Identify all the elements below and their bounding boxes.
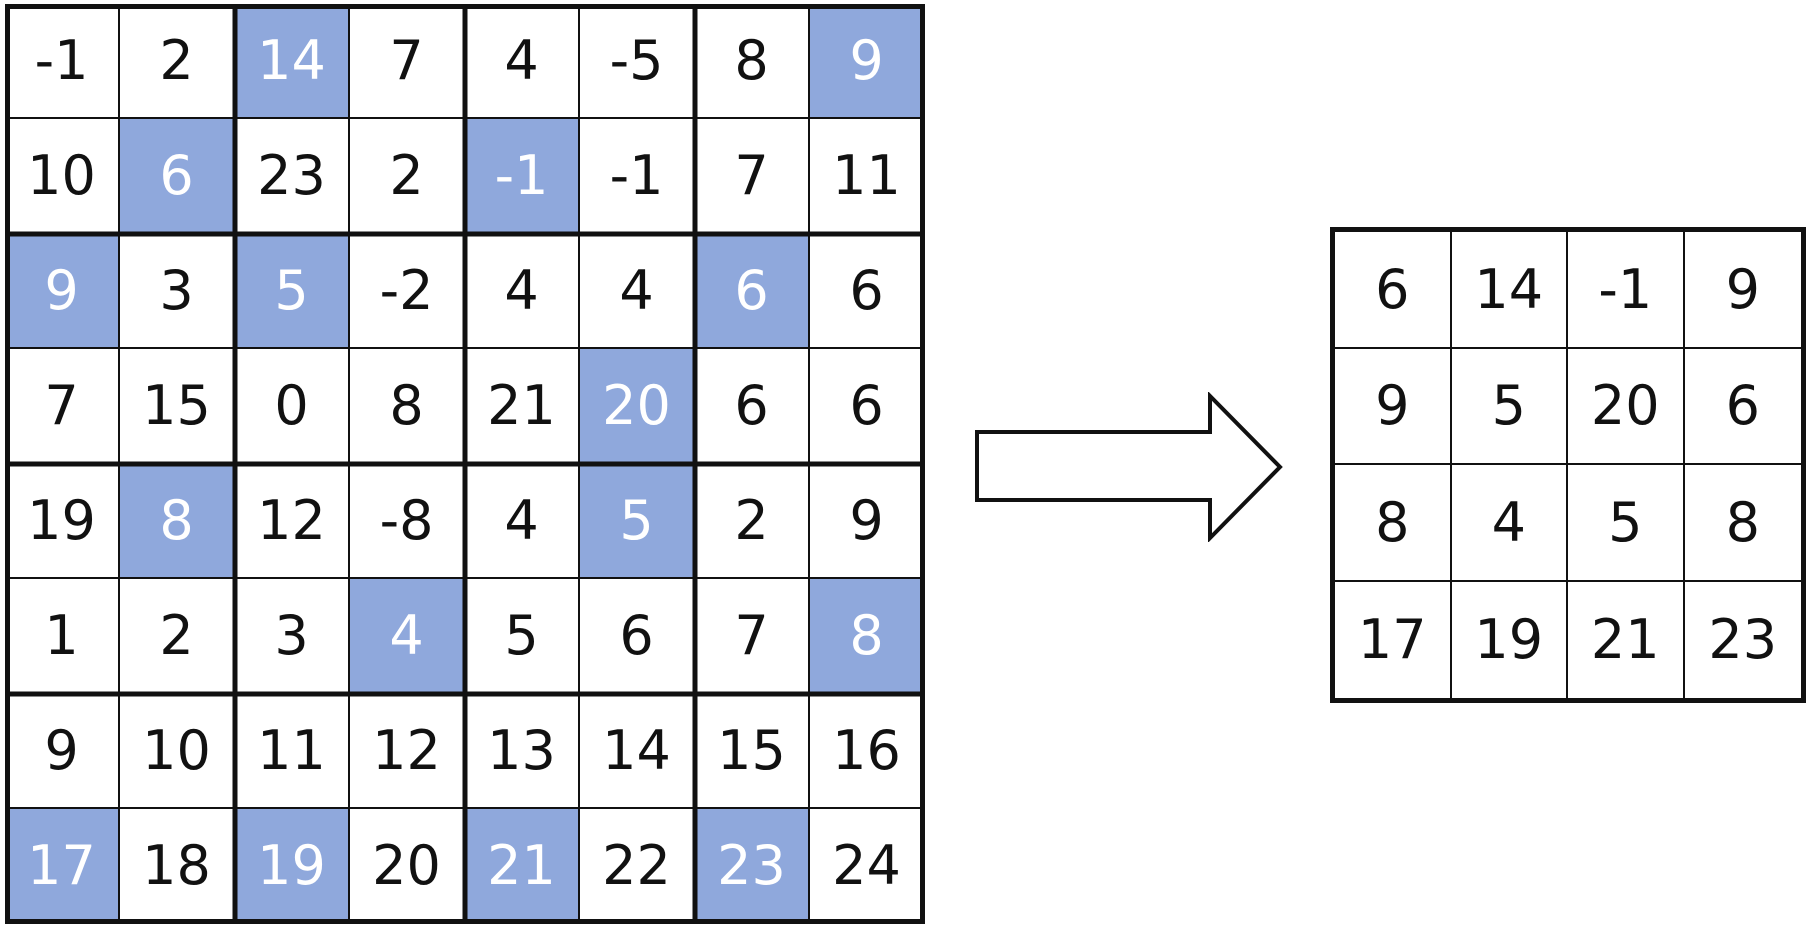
input-cell: 12 bbox=[235, 464, 350, 579]
output-cell: 5 bbox=[1568, 465, 1685, 582]
input-cell: -1 bbox=[580, 119, 695, 234]
input-cell: 15 bbox=[120, 349, 235, 464]
input-cell: 6 bbox=[695, 349, 810, 464]
input-cell: 4 bbox=[580, 234, 695, 349]
input-cell: 22 bbox=[580, 809, 695, 924]
input-cell: 2 bbox=[350, 119, 465, 234]
input-cell-highlighted: 19 bbox=[235, 809, 350, 924]
output-cell: 6 bbox=[1684, 349, 1801, 465]
input-cell-highlighted: 5 bbox=[580, 464, 695, 579]
input-cell: 7 bbox=[695, 579, 810, 694]
input-cell: 9 bbox=[5, 694, 120, 809]
input-cell: 4 bbox=[465, 234, 580, 349]
input-cell: 1 bbox=[5, 579, 120, 694]
output-cell: 20 bbox=[1568, 348, 1685, 465]
input-cell: 13 bbox=[465, 694, 580, 809]
input-cell: 4 bbox=[465, 464, 580, 579]
output-cell: 21 bbox=[1568, 581, 1685, 698]
output-cell: -1 bbox=[1568, 232, 1685, 349]
output-cell: 23 bbox=[1708, 608, 1778, 672]
input-cell: 21 bbox=[465, 349, 580, 464]
right-arrow-icon bbox=[974, 391, 1284, 543]
input-cell: 16 bbox=[810, 694, 925, 809]
input-cell: -8 bbox=[350, 464, 465, 579]
input-cell-highlighted: 21 bbox=[465, 809, 580, 924]
input-cell: 7 bbox=[5, 349, 120, 464]
input-cell-highlighted: 5 bbox=[235, 234, 350, 349]
input-cell: 10 bbox=[120, 694, 235, 809]
input-cell: 18 bbox=[120, 809, 235, 924]
input-cell: 24 bbox=[810, 809, 925, 924]
output-cell: 4 bbox=[1451, 465, 1568, 582]
output-cell: 19 bbox=[1452, 581, 1568, 698]
input-cell: 23 bbox=[235, 119, 350, 234]
input-cell-highlighted: 14 bbox=[235, 4, 350, 119]
input-cell-highlighted: 4 bbox=[350, 579, 465, 694]
input-cell: 7 bbox=[350, 4, 465, 119]
input-cell: -5 bbox=[580, 4, 695, 119]
input-cell: 7 bbox=[695, 119, 810, 234]
output-cell: 6 bbox=[1335, 232, 1452, 349]
input-cell: 19 bbox=[5, 464, 120, 579]
input-cell-highlighted: 8 bbox=[120, 464, 235, 579]
output-cell: 14 bbox=[1451, 232, 1568, 349]
output-cell: 9 bbox=[1684, 232, 1801, 349]
input-cell: 9 bbox=[810, 464, 925, 579]
input-cell-highlighted: 17 bbox=[5, 809, 120, 924]
input-cell: 11 bbox=[235, 694, 350, 809]
input-cell: 0 bbox=[235, 349, 350, 464]
input-cell: 2 bbox=[120, 579, 235, 694]
input-cell: 4 bbox=[465, 4, 580, 119]
input-cell-highlighted: 6 bbox=[120, 119, 235, 234]
input-cell: 3 bbox=[120, 234, 235, 349]
input-cell: -1 bbox=[5, 4, 120, 119]
input-cell-highlighted: 9 bbox=[810, 4, 925, 119]
input-cell: 14 bbox=[580, 694, 695, 809]
input-cell: 12 bbox=[350, 694, 465, 809]
input-cell-highlighted: 6 bbox=[695, 234, 810, 349]
input-cell-highlighted: 20 bbox=[580, 349, 695, 464]
input-cell: 6 bbox=[580, 579, 695, 694]
input-cell: 2 bbox=[695, 464, 810, 579]
input-cell: 3 bbox=[235, 579, 350, 694]
input-cell: 2 bbox=[120, 4, 235, 119]
input-cell-highlighted: 23 bbox=[695, 809, 810, 924]
input-cell: 8 bbox=[350, 349, 465, 464]
output-cell: 9 bbox=[1335, 348, 1452, 465]
input-cell: 6 bbox=[810, 349, 925, 464]
output-cell: 17 bbox=[1335, 581, 1452, 698]
output-cell: 8 bbox=[1684, 465, 1801, 582]
input-cell: 6 bbox=[810, 234, 925, 349]
output-cell: 5 bbox=[1451, 348, 1568, 465]
input-cell: 15 bbox=[695, 694, 810, 809]
input-cell-highlighted: 9 bbox=[5, 234, 120, 349]
input-cell-highlighted: -1 bbox=[465, 119, 580, 234]
input-cell-highlighted: 8 bbox=[810, 579, 925, 694]
input-cell: 5 bbox=[465, 579, 580, 694]
input-cell: -2 bbox=[350, 234, 465, 349]
input-cell: 8 bbox=[695, 4, 810, 119]
input-cell: 20 bbox=[350, 809, 465, 924]
input-cell: 11 bbox=[810, 119, 925, 234]
output-cell: 8 bbox=[1335, 465, 1452, 582]
input-cell: 10 bbox=[5, 119, 120, 234]
